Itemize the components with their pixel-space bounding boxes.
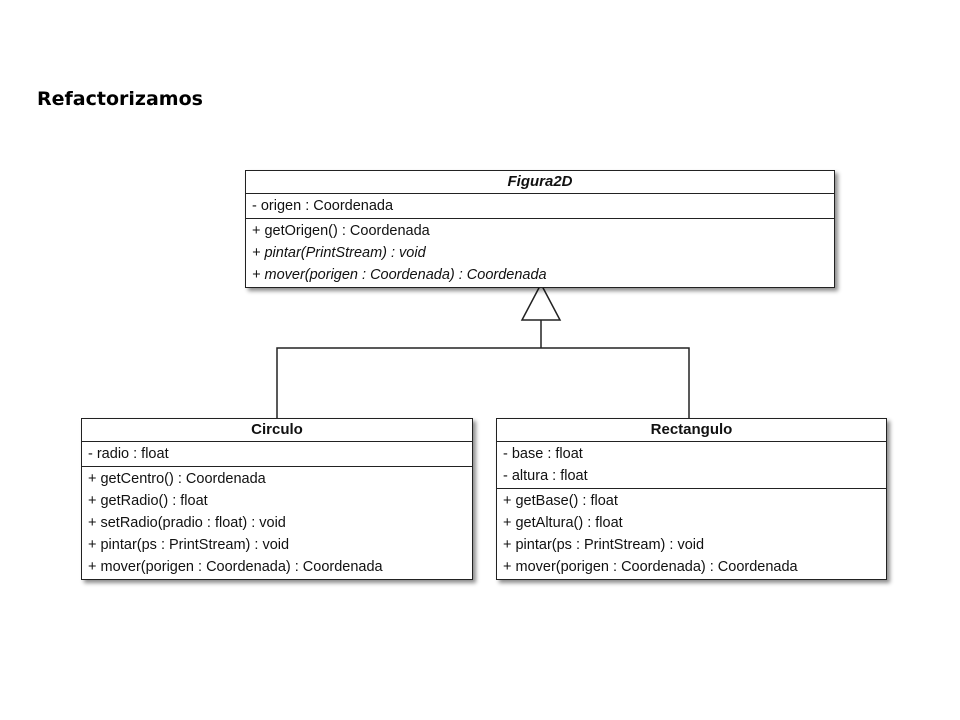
attribute: - origen : Coordenada <box>252 198 394 214</box>
method: + getBase() : float <box>503 493 618 509</box>
method: + getOrigen() : Coordenada <box>252 223 430 239</box>
method: + getAltura() : float <box>503 515 623 531</box>
method: + pintar(ps : PrintStream) : void <box>88 537 290 553</box>
class-name: Circulo <box>82 419 472 442</box>
method: + mover(porigen : Coordenada) : Coordena… <box>252 267 547 283</box>
class-circulo[interactable]: Circulo - radio : float + getCentro() : … <box>81 418 473 580</box>
circulo-inheritance-line <box>276 347 541 418</box>
method: + mover(porigen : Coordenada) : Coordena… <box>88 559 383 575</box>
attributes-section: - radio : float <box>82 442 472 467</box>
method: + pintar(ps : PrintStream) : void <box>503 537 705 553</box>
methods-section: + getOrigen() : Coordenada + pintar(Prin… <box>246 219 834 287</box>
class-figura2d[interactable]: Figura2D - origen : Coordenada + getOrig… <box>245 170 835 288</box>
method: + getCentro() : Coordenada <box>88 471 266 487</box>
class-rectangulo[interactable]: Rectangulo - base : float - altura : flo… <box>496 418 887 580</box>
method: + getRadio() : float <box>88 493 208 509</box>
attributes-section: - base : float - altura : float <box>497 442 886 489</box>
class-name: Rectangulo <box>497 419 886 442</box>
generalization-arrowhead <box>520 282 562 321</box>
rectangulo-inheritance-line <box>541 347 690 418</box>
attribute: - radio : float <box>88 446 169 462</box>
attributes-section: - origen : Coordenada <box>246 194 834 219</box>
method: + mover(porigen : Coordenada) : Coordena… <box>503 559 798 575</box>
methods-section: + getCentro() : Coordenada + getRadio() … <box>82 467 472 579</box>
attribute: - altura : float <box>503 468 588 484</box>
methods-section: + getBase() : float + getAltura() : floa… <box>497 489 886 579</box>
method: + pintar(PrintStream) : void <box>252 245 426 261</box>
class-name: Figura2D <box>246 171 834 194</box>
method: + setRadio(pradio : float) : void <box>88 515 286 531</box>
attribute: - base : float <box>503 446 583 462</box>
slide-title: Refactorizamos <box>37 88 203 110</box>
